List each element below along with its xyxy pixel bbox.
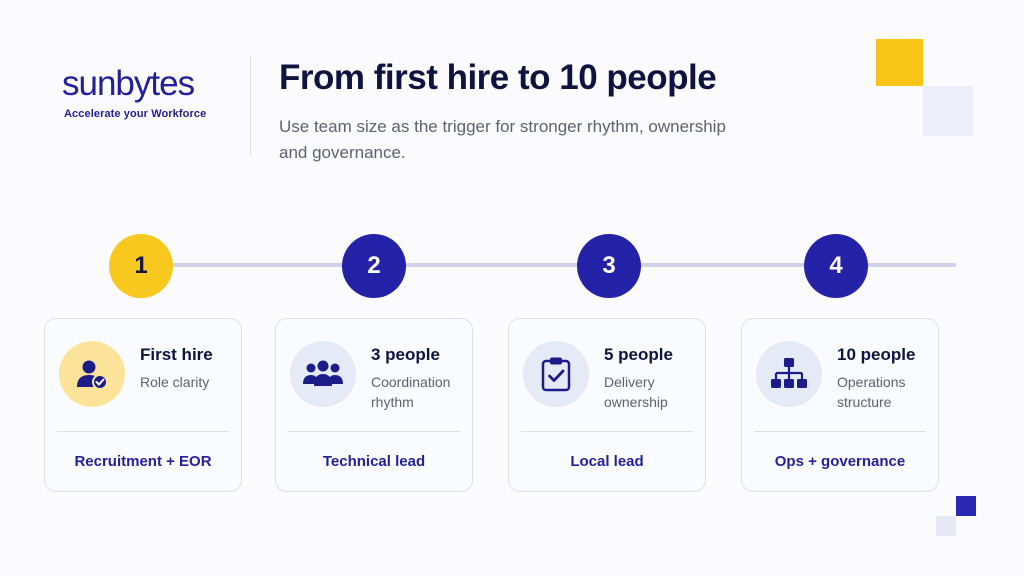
step-card-3-people: 3 people Coordination rhythm Technical l… — [275, 318, 473, 492]
decor-square-navy — [956, 496, 976, 516]
step-card-title: First hire — [140, 345, 213, 364]
person-check-icon — [59, 341, 125, 407]
group-icon — [290, 341, 356, 407]
brand-tagline: Accelerate your Workforce — [64, 108, 207, 120]
decor-square-yellow — [876, 39, 923, 86]
step-card-title: 5 people — [604, 345, 673, 364]
step-card-footer: Ops + governance — [774, 453, 906, 470]
page-subtitle: Use team size as the trigger for stronge… — [279, 117, 726, 162]
step-card-first-hire: First hire Role clarity Recruitment + EO… — [44, 318, 242, 492]
step-card-description: Coordination rhythm — [371, 374, 451, 410]
decor-square-lavender — [923, 86, 973, 136]
card-divider — [521, 431, 693, 432]
brand-logo: sunbytes — [62, 64, 195, 103]
step-marker-4: 4 — [804, 234, 868, 298]
step-marker-2: 2 — [342, 234, 406, 298]
step-card-5-people: 5 people Delivery ownership Local lead — [508, 318, 706, 492]
card-divider — [754, 431, 926, 432]
card-divider — [288, 431, 460, 432]
step-marker-3: 3 — [577, 234, 641, 298]
card-divider — [57, 431, 229, 432]
step-card-footer: Technical lead — [322, 453, 426, 470]
step-card-title: 10 people — [837, 345, 916, 364]
page-title: From first hire to 10 people — [279, 58, 717, 97]
org-chart-icon — [756, 341, 822, 407]
header-divider — [250, 55, 251, 155]
step-card-description: Delivery ownership — [604, 374, 668, 410]
step-card-title: 3 people — [371, 345, 440, 364]
decor-square-lavender-small — [936, 516, 956, 536]
step-card-description: Role clarity — [140, 374, 210, 390]
step-card-footer: Local lead — [570, 453, 644, 470]
step-card-footer: Recruitment + EOR — [74, 453, 212, 470]
step-card-10-people: 10 people Operations structure Ops + gov… — [741, 318, 939, 492]
timeline-line — [140, 263, 956, 267]
clipboard-check-icon — [523, 341, 589, 407]
step-card-description: Operations structure — [837, 374, 906, 410]
step-marker-1: 1 — [109, 234, 173, 298]
